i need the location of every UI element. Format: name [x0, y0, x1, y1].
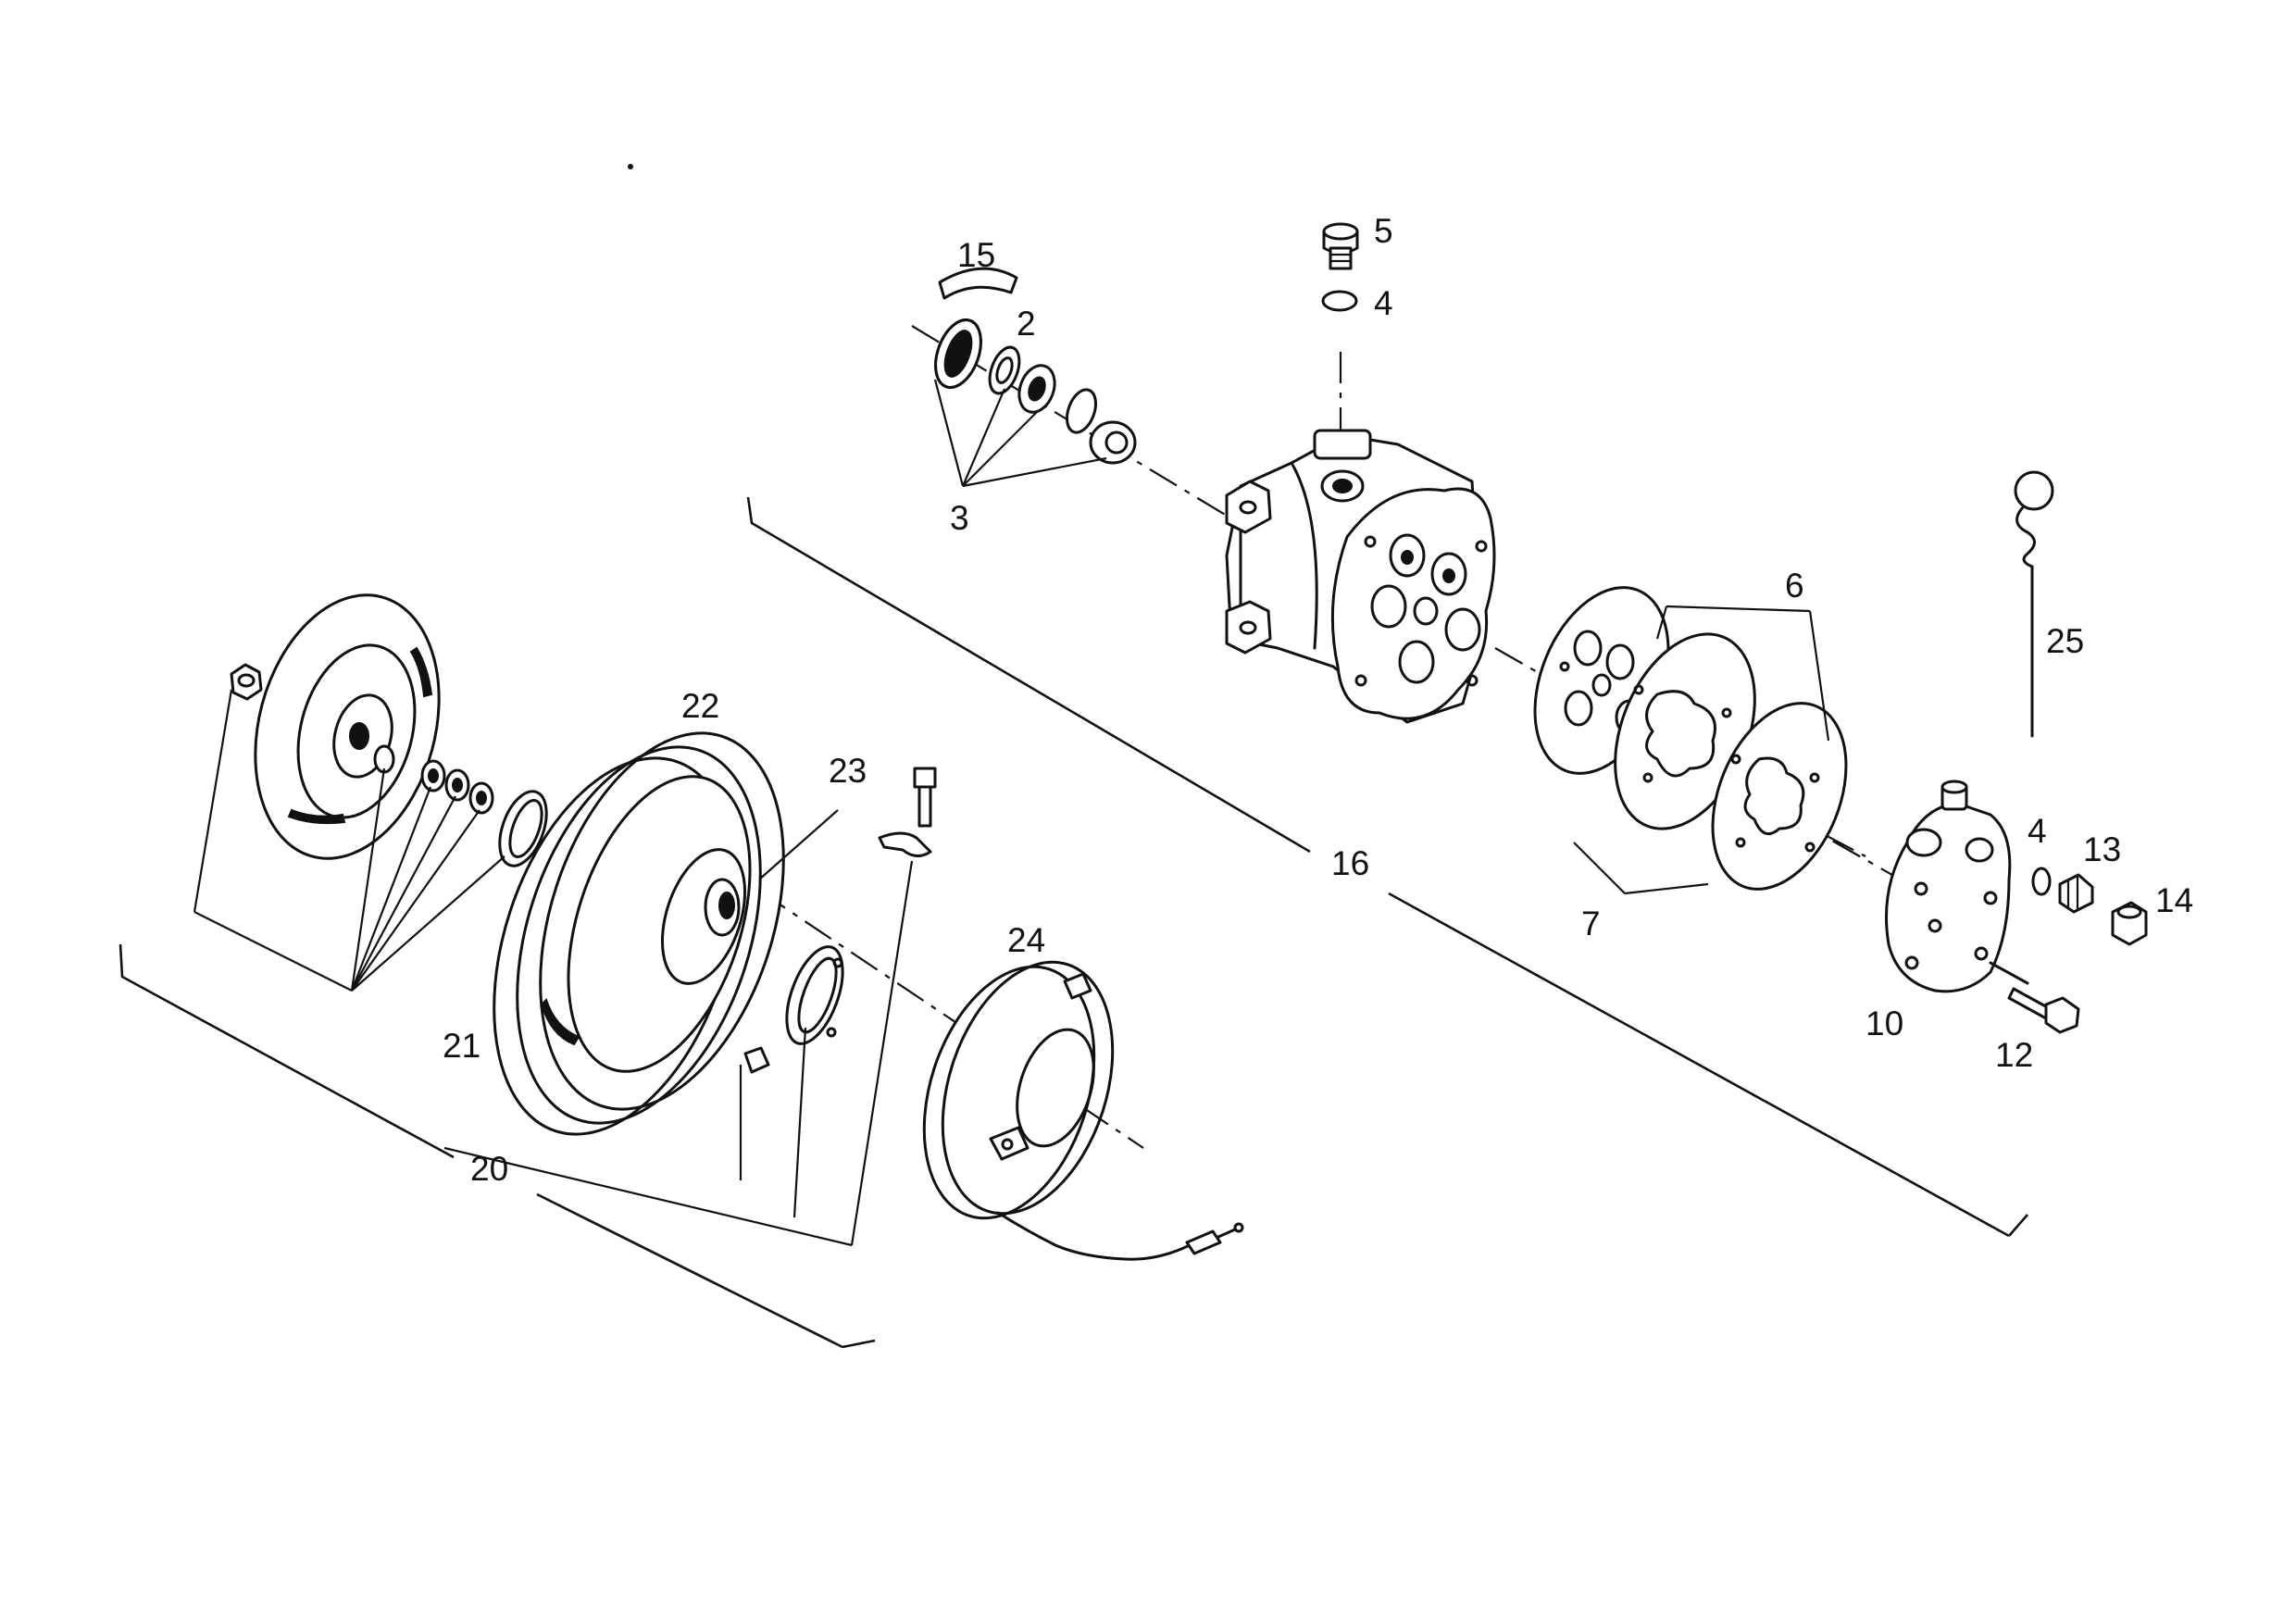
callout-4-right: 4 — [2028, 812, 2047, 850]
part-5-plug — [1322, 222, 1359, 270]
clutch-shims — [373, 744, 548, 867]
part-10-rear-head — [1885, 780, 2012, 993]
gasket-plate-rear — [1711, 702, 1848, 891]
mounting-bolt — [913, 767, 937, 828]
bracket-20 — [119, 943, 876, 1349]
part-22-pulley — [493, 731, 785, 1136]
callout-2: 2 — [1017, 305, 1036, 343]
callout-6: 6 — [1785, 567, 1804, 605]
part-24-field-coil — [922, 960, 1244, 1261]
bracket-16 — [746, 496, 2028, 1238]
clutch-front-plate — [254, 593, 441, 860]
part-25-retaining-pin — [2014, 470, 2054, 738]
callout-23: 23 — [829, 752, 867, 790]
callout-24: 24 — [1007, 921, 1045, 959]
callout-13: 13 — [2083, 830, 2121, 868]
leader-lines — [193, 379, 1830, 1247]
callout-7: 7 — [1581, 905, 1601, 942]
wire-clip — [878, 831, 932, 857]
callout-labels: 15 2 3 5 4 6 7 16 25 4 13 14 10 12 22 23… — [443, 212, 2193, 1188]
callout-5: 5 — [1374, 212, 1393, 250]
part-14-nut — [2111, 901, 2148, 946]
callout-10: 10 — [1866, 1004, 1903, 1042]
part-4-o-ring-top — [1321, 290, 1358, 312]
callout-25: 25 — [2046, 622, 2084, 660]
part-15-key — [938, 267, 1018, 300]
stray-dot — [628, 164, 633, 169]
callout-4-top: 4 — [1374, 284, 1393, 322]
part-12-bolt — [1989, 961, 2080, 1034]
clutch-hub-nut — [230, 663, 263, 701]
callout-21: 21 — [443, 1027, 480, 1065]
callout-14: 14 — [2155, 881, 2193, 919]
part-4-o-ring-right — [2031, 867, 2052, 896]
callout-15: 15 — [957, 236, 995, 274]
compressor-body — [1225, 429, 1496, 724]
woodruff-key — [743, 1046, 770, 1074]
callout-20: 20 — [470, 1150, 508, 1188]
part-23-snap-ring — [785, 945, 844, 1045]
part-2-shaft-seal-parts — [934, 318, 1137, 465]
callout-22: 22 — [681, 687, 719, 725]
callout-12: 12 — [1995, 1036, 2033, 1074]
callout-3: 3 — [950, 499, 969, 537]
callout-16: 16 — [1331, 844, 1369, 882]
part-13-fitting — [2058, 873, 2094, 914]
